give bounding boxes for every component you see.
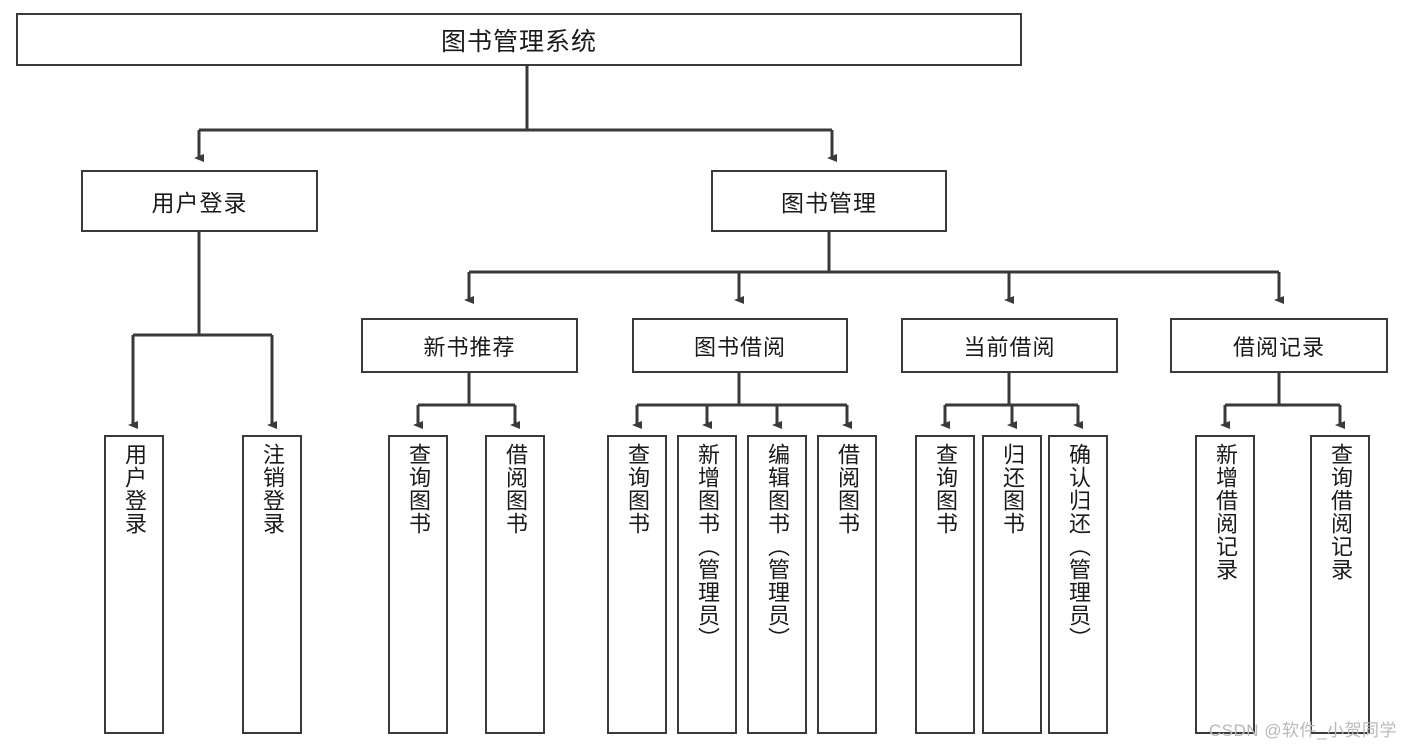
node-book-manage[interactable]: 图书管理 — [711, 170, 947, 232]
leaf-borrowrecord-add-record-label: 新增借阅记录 — [1212, 443, 1238, 581]
leaf-newbook-query-book[interactable]: 查询图书 — [388, 435, 448, 734]
leaf-currentborrow-query-book[interactable]: 查询图书 — [915, 435, 975, 734]
node-new-book[interactable]: 新书推荐 — [361, 318, 578, 373]
leaf-currentborrow-confirm-return-label: 确认归还（管理员） — [1065, 443, 1091, 650]
node-book-borrow-label: 图书借阅 — [693, 334, 786, 360]
leaf-bookborrow-add-book[interactable]: 新增图书（管理员） — [677, 435, 737, 734]
node-root-label: 图书管理系统 — [440, 27, 597, 56]
node-user-login[interactable]: 用户登录 — [81, 170, 318, 232]
node-current-borrow-label: 当前借阅 — [963, 334, 1056, 360]
leaf-bookborrow-borrow-book-label: 借阅图书 — [834, 443, 860, 535]
leaf-borrowrecord-query-record-label: 查询借阅记录 — [1327, 443, 1353, 581]
node-user-login-label: 用户登录 — [151, 190, 248, 216]
leaf-bookborrow-query-book[interactable]: 查询图书 — [607, 435, 667, 734]
node-book-borrow[interactable]: 图书借阅 — [632, 318, 848, 373]
leaf-newbook-query-book-label: 查询图书 — [405, 443, 431, 535]
node-book-manage-label: 图书管理 — [781, 190, 877, 216]
leaf-user-login-label: 用户登录 — [121, 443, 147, 535]
leaf-bookborrow-borrow-book[interactable]: 借阅图书 — [817, 435, 877, 734]
leaf-newbook-borrow-book-label: 借阅图书 — [502, 443, 528, 535]
leaf-currentborrow-confirm-return[interactable]: 确认归还（管理员） — [1048, 435, 1108, 734]
leaf-currentborrow-return-book-label: 归还图书 — [999, 443, 1025, 535]
leaf-bookborrow-add-book-label: 新增图书（管理员） — [694, 443, 720, 650]
node-root[interactable]: 图书管理系统 — [16, 13, 1022, 66]
leaf-bookborrow-query-book-label: 查询图书 — [624, 443, 650, 535]
leaf-currentborrow-query-book-label: 查询图书 — [932, 443, 958, 535]
leaf-logout[interactable]: 注销登录 — [242, 435, 302, 734]
node-borrow-record-label: 借阅记录 — [1232, 334, 1325, 360]
leaf-borrowrecord-query-record[interactable]: 查询借阅记录 — [1310, 435, 1370, 734]
leaf-currentborrow-return-book[interactable]: 归还图书 — [982, 435, 1042, 734]
leaf-user-login[interactable]: 用户登录 — [104, 435, 164, 734]
leaf-borrowrecord-add-record[interactable]: 新增借阅记录 — [1195, 435, 1255, 734]
node-borrow-record[interactable]: 借阅记录 — [1170, 318, 1388, 373]
leaf-newbook-borrow-book[interactable]: 借阅图书 — [485, 435, 545, 734]
leaf-logout-label: 注销登录 — [259, 443, 285, 535]
node-current-borrow[interactable]: 当前借阅 — [901, 318, 1118, 373]
leaf-bookborrow-edit-book-label: 编辑图书（管理员） — [764, 443, 790, 650]
node-new-book-label: 新书推荐 — [423, 334, 516, 360]
leaf-bookborrow-edit-book[interactable]: 编辑图书（管理员） — [747, 435, 807, 734]
